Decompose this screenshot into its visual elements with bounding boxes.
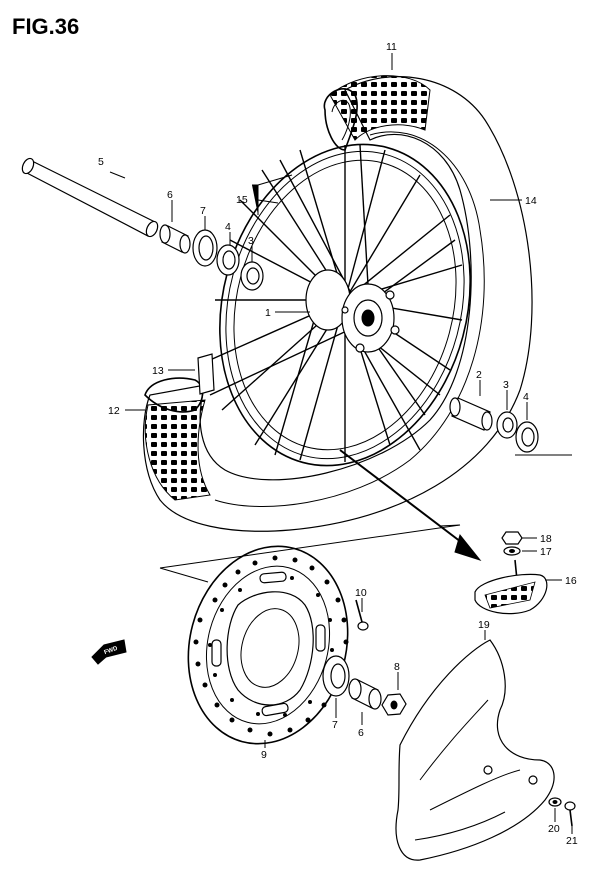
- label-9: 9: [261, 749, 267, 761]
- bolt-21: [564, 801, 576, 827]
- label-3: 3: [248, 235, 254, 247]
- disc-holes: [193, 555, 349, 737]
- label-15: 15: [236, 194, 248, 206]
- oil-seal-lower: [515, 421, 539, 453]
- label-5: 5: [98, 156, 104, 168]
- label-8: 8: [394, 661, 400, 673]
- label-21: 21: [566, 835, 578, 847]
- label-2: 2: [476, 369, 482, 381]
- label-16: 16: [565, 575, 577, 587]
- washer: [503, 546, 521, 556]
- label-1: 1: [265, 307, 271, 319]
- bearing-lower: [496, 411, 518, 439]
- label-10: 10: [355, 587, 367, 599]
- label-14: 14: [525, 195, 537, 207]
- brake-disc: [187, 545, 349, 745]
- forward-label: FWD: [104, 646, 120, 657]
- seal-ring-lower: [322, 655, 350, 697]
- oil-seal-upper: [216, 244, 240, 276]
- label-6: 6: [167, 189, 173, 201]
- rim-band: [197, 353, 215, 395]
- perspective-plane-lines: [159, 454, 572, 583]
- label-13: 13: [152, 365, 164, 377]
- label-4: 4: [225, 221, 231, 233]
- spacer: [449, 397, 493, 431]
- collar-upper: [159, 224, 191, 254]
- label-19: 19: [478, 619, 490, 631]
- rim-lock: [474, 559, 548, 615]
- nut: [501, 531, 523, 545]
- collar-lower: [348, 678, 382, 710]
- axle: [21, 157, 159, 238]
- label-20: 20: [548, 823, 560, 835]
- forward-arrow: FWD: [91, 639, 127, 665]
- part-labels: 11 5 6 7 4 3 15 14 1 13 12 2 3 4 18 17 1…: [98, 41, 578, 847]
- label-4b: 4: [523, 391, 529, 403]
- disc-cutouts: [211, 571, 326, 717]
- tire: [142, 75, 533, 532]
- figure-title: FIG.36: [12, 14, 79, 39]
- washer-20: [548, 797, 562, 807]
- label-6b: 6: [358, 727, 364, 739]
- disc-cover: [395, 639, 555, 861]
- hub: [305, 269, 400, 353]
- label-7: 7: [200, 205, 206, 217]
- leader-lines: [109, 53, 573, 834]
- label-17: 17: [540, 546, 552, 558]
- bearing-upper: [240, 261, 264, 291]
- direction-arrow: [339, 449, 482, 561]
- label-3b: 3: [503, 379, 509, 391]
- label-11: 11: [386, 41, 397, 53]
- label-12: 12: [108, 405, 120, 417]
- disc-bolt: [355, 599, 369, 631]
- label-7b: 7: [332, 719, 338, 731]
- seal-ring-upper: [192, 229, 218, 267]
- label-18: 18: [540, 533, 552, 545]
- axle-nut: [381, 693, 407, 716]
